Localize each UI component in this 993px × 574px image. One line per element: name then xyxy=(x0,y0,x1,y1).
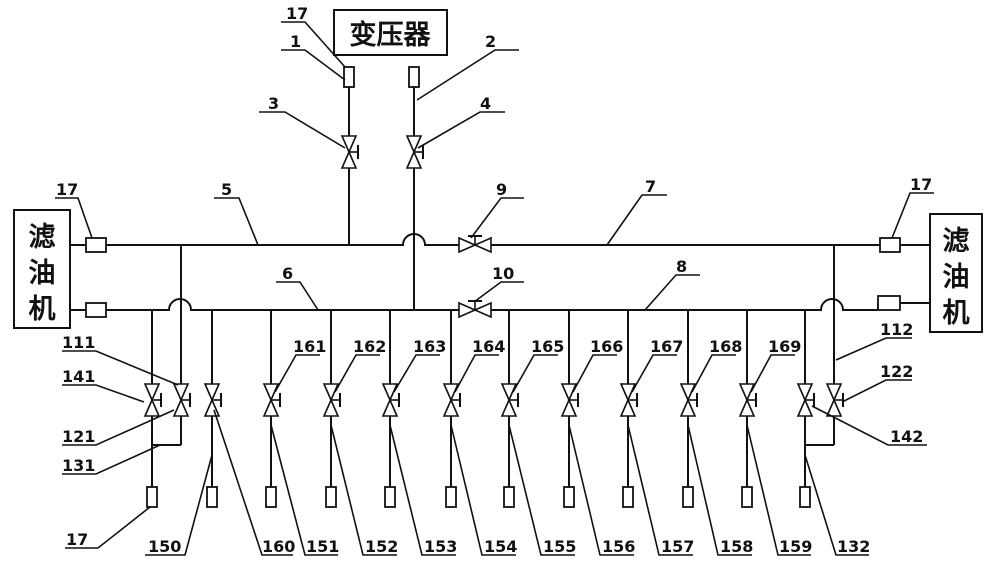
label-10: 10 xyxy=(492,264,514,283)
label-111: 111 xyxy=(62,333,95,352)
left-oil-filter-box: 滤 油 机 xyxy=(13,209,71,329)
label-141: 141 xyxy=(62,367,95,386)
label-17-left: 17 xyxy=(56,180,78,199)
label-7: 7 xyxy=(645,177,656,196)
label-157: 157 xyxy=(661,537,694,556)
label-165: 165 xyxy=(531,337,564,356)
label-122: 122 xyxy=(880,362,913,381)
transformer-box: 变压器 xyxy=(333,9,448,56)
label-162: 162 xyxy=(353,337,386,356)
label-3: 3 xyxy=(268,94,279,113)
label-156: 156 xyxy=(602,537,635,556)
terminal-blocks xyxy=(85,66,901,508)
label-112: 112 xyxy=(880,320,913,339)
label-17-bottom: 17 xyxy=(66,530,88,549)
label-167: 167 xyxy=(650,337,683,356)
label-142: 142 xyxy=(890,427,923,446)
pipes xyxy=(70,87,930,487)
label-121: 121 xyxy=(62,427,95,446)
leader-lines xyxy=(55,21,934,556)
label-6: 6 xyxy=(282,264,293,283)
label-152: 152 xyxy=(365,537,398,556)
label-151: 151 xyxy=(306,537,339,556)
label-154: 154 xyxy=(484,537,517,556)
label-161: 161 xyxy=(293,337,326,356)
left-box-char-1: 滤 xyxy=(29,222,56,253)
label-155: 155 xyxy=(543,537,576,556)
label-160: 160 xyxy=(262,537,295,556)
valves xyxy=(144,135,844,417)
label-150: 150 xyxy=(148,537,181,556)
number-labels: 17 1 2 3 4 5 6 7 8 9 10 17 17 17 111 141… xyxy=(56,4,932,556)
left-box-char-2: 油 xyxy=(29,258,56,289)
label-8: 8 xyxy=(676,257,687,276)
label-5: 5 xyxy=(221,180,232,199)
label-166: 166 xyxy=(590,337,623,356)
left-box-char-3: 机 xyxy=(29,294,56,325)
right-box-char-3: 机 xyxy=(943,298,970,329)
right-box-char-1: 滤 xyxy=(943,226,970,257)
label-131: 131 xyxy=(62,456,95,475)
right-oil-filter-box: 滤 油 机 xyxy=(929,213,983,333)
label-159: 159 xyxy=(779,537,812,556)
right-box-char-2: 油 xyxy=(943,262,970,293)
label-169: 169 xyxy=(768,337,801,356)
label-153: 153 xyxy=(424,537,457,556)
label-132: 132 xyxy=(837,537,870,556)
label-17-top: 17 xyxy=(286,4,308,23)
label-158: 158 xyxy=(720,537,753,556)
label-164: 164 xyxy=(472,337,505,356)
label-2: 2 xyxy=(485,32,496,51)
label-9: 9 xyxy=(496,180,507,199)
label-1: 1 xyxy=(290,32,301,51)
label-4: 4 xyxy=(480,94,491,113)
label-163: 163 xyxy=(413,337,446,356)
transformer-label: 变压器 xyxy=(350,19,432,51)
label-17-right: 17 xyxy=(910,175,932,194)
label-168: 168 xyxy=(709,337,742,356)
